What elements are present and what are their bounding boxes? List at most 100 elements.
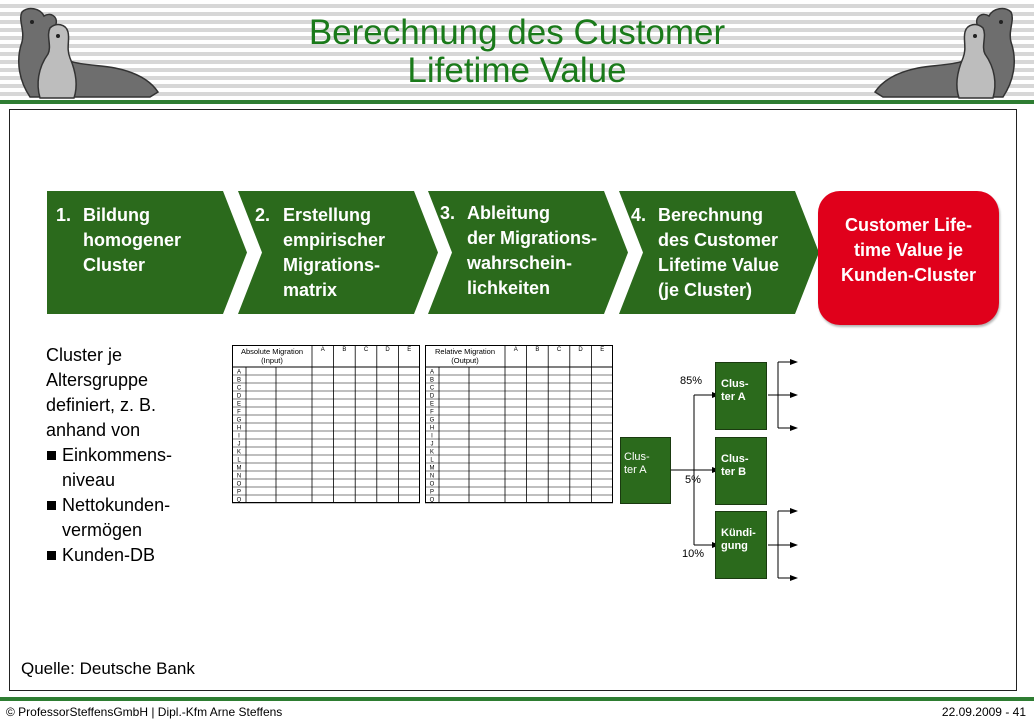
step-line: der Migrations-	[467, 228, 598, 248]
cluster-box-line: gung	[721, 540, 748, 552]
matrix-row-label: D	[430, 394, 435, 400]
cluster-description: Cluster je Altersgruppe definiert, z. B.…	[46, 343, 236, 568]
intro-line: Altersgruppe	[46, 370, 149, 390]
step-number: 3.	[440, 203, 456, 223]
square-bullet-icon	[47, 551, 56, 560]
process-step-4: 4. Berechnung des Customer Lifetime Valu…	[619, 191, 819, 314]
matrix-row-label: H	[430, 426, 434, 432]
matrix-column-label: C	[364, 347, 369, 353]
matrix-row-label: Q	[237, 498, 242, 504]
title-line-1: Berechnung des Customer	[308, 13, 726, 52]
step-line: Erstellung	[283, 205, 372, 225]
matrix-row-label: Q	[430, 498, 435, 504]
matrix-row-label: K	[237, 450, 241, 456]
bullet-line: vermögen	[62, 520, 143, 540]
step-line: homogener	[83, 230, 182, 250]
step-number: 2.	[255, 205, 271, 225]
panther-mascot-right	[873, 7, 1015, 99]
matrix-row-label: F	[237, 410, 241, 416]
matrix-header-line: Relative Migration	[435, 347, 495, 356]
matrix-row-label: G	[237, 418, 242, 424]
cluster-box-line: Kündi-	[721, 527, 756, 539]
cluster-box-line: Clus-	[721, 378, 749, 390]
process-step-2: 2. Erstellung empirischer Migrations- ma…	[238, 191, 438, 314]
step-number: 1.	[56, 205, 72, 225]
matrix-row-label: E	[430, 402, 434, 408]
header-divider	[0, 100, 1034, 104]
matrix-row-label: M	[430, 466, 435, 472]
matrix-column-label: D	[578, 347, 583, 353]
square-bullet-icon	[47, 501, 56, 510]
matrix-column-label: B	[535, 347, 539, 353]
result-line: time Value je	[853, 240, 964, 260]
matrix-row-label: C	[237, 386, 242, 392]
matrix-row-label: B	[430, 378, 434, 384]
arrow-head-icon	[790, 542, 798, 548]
matrix-row-label: P	[430, 490, 434, 496]
percent-label: 85%	[680, 375, 703, 387]
step-line: (je Cluster)	[658, 280, 753, 300]
cluster-box-target-a: Clus- ter A	[715, 362, 767, 430]
source-note: Quelle: Deutsche Bank	[21, 659, 195, 678]
matrix-row-label: I	[238, 434, 240, 440]
matrix-row-label: O	[430, 482, 435, 488]
footer-copyright: © ProfessorSteffensGmbH | Dipl.-Kfm Arne…	[6, 705, 283, 719]
step-line: des Customer	[658, 230, 779, 250]
bullet-line: niveau	[62, 470, 116, 490]
matrix-row-label: E	[237, 402, 241, 408]
step-line: Lifetime Value	[658, 255, 780, 275]
matrix-row-label: I	[431, 434, 433, 440]
matrix-column-label: A	[321, 347, 325, 353]
matrix-column-label: E	[407, 347, 411, 353]
matrix-row-label: O	[237, 482, 242, 488]
matrix-column-label: C	[557, 347, 562, 353]
matrix-row-label: L	[237, 458, 241, 464]
matrix-row-label: D	[237, 394, 242, 400]
cluster-box-line: ter B	[721, 466, 747, 478]
migration-tree-connectors	[670, 359, 798, 581]
matrix-row-label: J	[238, 442, 241, 448]
step-line: wahrschein-	[467, 253, 573, 273]
matrix-row-label: C	[430, 386, 435, 392]
title-line-2: Lifetime Value	[407, 51, 627, 90]
bullet-line: Kunden-DB	[62, 545, 156, 565]
panther-mascot-left	[18, 7, 160, 99]
header-background	[0, 0, 1034, 100]
matrix-header-line: Absolute Migration	[241, 347, 303, 356]
cluster-box-line: ter A	[721, 391, 746, 403]
matrix-column-label: A	[514, 347, 518, 353]
intro-line: anhand von	[46, 420, 141, 440]
bullet-item: Kunden-DB	[46, 543, 236, 568]
process-step-1: 1. Bildung homogener Cluster	[47, 191, 247, 314]
matrix-row-label: B	[237, 378, 241, 384]
matrix-row-label: J	[431, 442, 434, 448]
intro-line: definiert, z. B.	[46, 395, 157, 415]
step-line: Cluster	[83, 255, 146, 275]
matrix-row-label: A	[237, 370, 241, 376]
step-number: 4.	[631, 205, 647, 225]
cluster-box-source: Clus- ter A	[620, 437, 671, 504]
result-line: Customer Life-	[844, 215, 972, 235]
footer-date-page: 22.09.2009 - 41	[941, 705, 1026, 719]
step-line: Berechnung	[658, 205, 764, 225]
matrix-row-label: A	[430, 370, 434, 376]
arrow-head-icon	[790, 425, 798, 431]
matrix-column-label: E	[600, 347, 604, 353]
matrix-row-label: N	[430, 474, 434, 480]
cluster-box-line: Clus-	[721, 453, 749, 465]
content-frame	[9, 109, 1017, 691]
step-line: Migrations-	[283, 255, 380, 275]
arrow-head-icon	[790, 508, 798, 514]
cluster-box-termination: Kündi- gung	[715, 511, 767, 579]
matrix-row-label: H	[237, 426, 241, 432]
percent-label: 5%	[685, 474, 701, 486]
page-title: Berechnung des Customer Lifetime Value	[200, 14, 834, 90]
bullet-item: Nettokunden- vermögen	[46, 493, 236, 543]
percent-label: 10%	[682, 548, 705, 560]
process-step-3: 3. Ableitung der Migrations- wahrschein-…	[428, 191, 628, 314]
matrix-row-label: M	[237, 466, 242, 472]
step-line: Bildung	[83, 205, 150, 225]
matrix-header-line: (Input)	[261, 356, 283, 365]
arrow-head-icon	[790, 575, 798, 581]
